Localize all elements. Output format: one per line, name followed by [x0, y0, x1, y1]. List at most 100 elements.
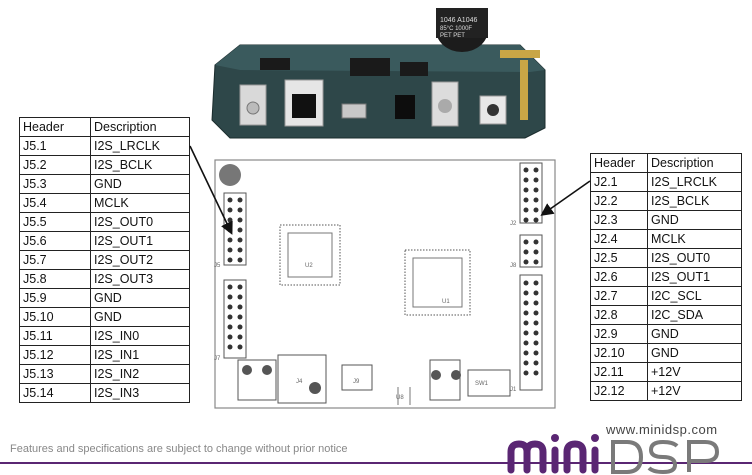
j5-description-cell: I2S_OUT2	[90, 250, 190, 270]
j5-description-cell: I2S_OUT3	[90, 269, 190, 289]
schematic-label-j1: J1	[510, 387, 517, 393]
j2-pin-cell: J2.2	[590, 191, 648, 211]
schematic-label-j9: J9	[353, 379, 360, 385]
j2-pin-cell: J2.7	[590, 286, 648, 306]
j5-description-cell: I2S_IN2	[90, 364, 190, 384]
j5-description-cell: I2S_IN1	[90, 345, 190, 365]
j5-pin-cell: J5.8	[19, 269, 91, 289]
j5-description-cell: MCLK	[90, 193, 190, 213]
j2-pin-cell: J2.8	[590, 305, 648, 325]
schematic-label-j4: J4	[296, 379, 303, 385]
j5-pin-cell: J5.11	[19, 326, 91, 346]
j2-pin-cell: J2.1	[590, 172, 648, 192]
j2-pin-cell: J2.6	[590, 267, 648, 287]
j5-description-cell: GND	[90, 288, 190, 308]
schematic-label-u1: U1	[442, 299, 450, 305]
j2-pin-cell: J2.10	[590, 343, 648, 363]
schematic-label-j8: J8	[510, 263, 517, 269]
footer-divider	[0, 462, 752, 464]
j2-description-cell: I2S_BCLK	[647, 191, 742, 211]
j5-description-cell: I2S_OUT0	[90, 212, 190, 232]
schematic-label-u2: U2	[305, 263, 313, 269]
j5-pin-cell: J5.14	[19, 383, 91, 403]
j5-pin-cell: J5.1	[19, 136, 91, 156]
j2-header-cell: Header	[590, 153, 648, 173]
schematic-label-j2: J2	[510, 221, 517, 227]
svg-text:85°C 1000F: 85°C 1000F	[440, 26, 472, 32]
j2-description-cell: I2C_SCL	[647, 286, 742, 306]
website-url[interactable]: www.minidsp.com	[606, 422, 718, 437]
j5-description-cell: GND	[90, 307, 190, 327]
j2-description-cell: GND	[647, 324, 742, 344]
j2-description-cell: MCLK	[647, 229, 742, 249]
capacitor-label: 1046 A1046	[440, 17, 477, 24]
disclaimer-text: Features and specifications are subject …	[10, 443, 348, 455]
j5-description-cell: I2S_IN3	[90, 383, 190, 403]
j5-pin-cell: J5.3	[19, 174, 91, 194]
svg-text:PET PET: PET PET	[440, 33, 465, 39]
j5-description-cell: I2S_BCLK	[90, 155, 190, 175]
j2-description-cell: GND	[647, 210, 742, 230]
j5-pin-cell: J5.12	[19, 345, 91, 365]
j2-table-row: J2.12+12V	[590, 381, 742, 401]
j5-description-cell: I2S_IN0	[90, 326, 190, 346]
j5-description-cell: I2S_OUT1	[90, 231, 190, 251]
j2-description-cell: +12V	[647, 362, 742, 382]
board-schematic: J5 J7 U2 U1 J2 J8	[214, 159, 556, 409]
j2-header-cell: Description	[647, 153, 742, 173]
j5-header-cell: Description	[90, 117, 190, 137]
j5-pin-cell: J5.7	[19, 250, 91, 270]
schematic-label-j7: J7	[214, 356, 221, 362]
j5-pin-cell: J5.6	[19, 231, 91, 251]
schematic-label-sw1: SW1	[475, 381, 489, 387]
j2-description-cell: I2S_LRCLK	[647, 172, 742, 192]
j2-pin-cell: J2.11	[590, 362, 648, 382]
schematic-label-j5: J5	[214, 263, 221, 269]
j5-pin-cell: J5.2	[19, 155, 91, 175]
j5-pin-cell: J5.5	[19, 212, 91, 232]
j2-pin-cell: J2.4	[590, 229, 648, 249]
j5-pin-cell: J5.13	[19, 364, 91, 384]
j5-pin-cell: J5.9	[19, 288, 91, 308]
j2-pin-cell: J2.12	[590, 381, 648, 401]
j2-description-cell: I2S_OUT0	[647, 248, 742, 268]
schematic-label-u8: U8	[396, 395, 404, 401]
j5-pin-cell: J5.4	[19, 193, 91, 213]
j2-pin-cell: J2.5	[590, 248, 648, 268]
j2-description-cell: I2S_OUT1	[647, 267, 742, 287]
j5-description-cell: GND	[90, 174, 190, 194]
j2-pin-cell: J2.3	[590, 210, 648, 230]
j2-description-cell: GND	[647, 343, 742, 363]
minidsp-logo	[507, 434, 720, 475]
j2-description-cell: I2C_SDA	[647, 305, 742, 325]
j2-pin-cell: J2.9	[590, 324, 648, 344]
j5-header-cell: Header	[19, 117, 91, 137]
board-photo: 1046 A1046 85°C 1000F PET PET	[211, 8, 546, 139]
